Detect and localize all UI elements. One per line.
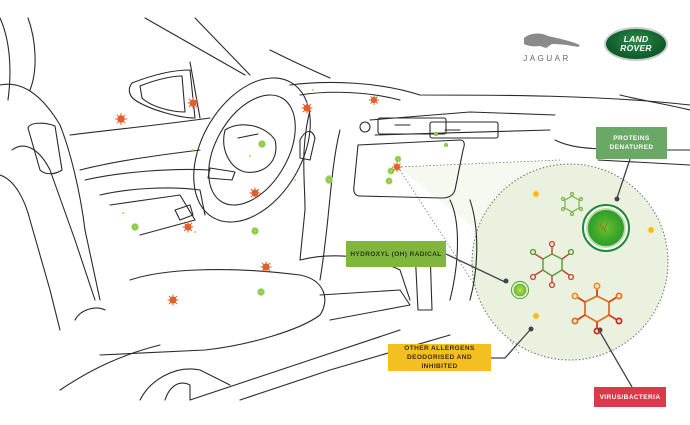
virus-molecule-icon xyxy=(571,282,623,335)
green-radical-dot-icon xyxy=(387,167,395,175)
green-radical-dot-icon xyxy=(444,143,448,147)
pathogen-splats xyxy=(115,95,402,306)
orange-pathogen-icon xyxy=(392,162,402,172)
orange-pathogen-icon xyxy=(182,221,194,233)
jaguar-logo-text: JAGUAR xyxy=(523,54,571,63)
magnified-contents xyxy=(510,190,655,335)
callout-lines xyxy=(445,158,633,388)
orange-pathogen-icon xyxy=(369,95,379,105)
virus-bacteria-label: VIRUS/BACTERIA xyxy=(594,387,666,407)
proteins-denatured-label: PROTEINS DENATURED xyxy=(596,127,667,159)
leaping-jaguar-icon xyxy=(524,33,580,48)
land-rover-line2: ROVER xyxy=(620,43,652,53)
hydroxyl-radical-label: HYDROXYL (OH) RADICAL xyxy=(346,241,446,267)
yellow-allergen-dot-icon xyxy=(532,312,540,320)
orange-pathogen-icon xyxy=(260,261,272,273)
proteins-label-line2: DENATURED xyxy=(609,144,654,151)
allergens-label-line2: DEODORISED AND INHIBITED xyxy=(407,354,472,370)
green-radical-dot-icon xyxy=(325,176,333,184)
proteins-label-line1: PROTEINS xyxy=(613,135,650,142)
yellow-allergen-dot-icon xyxy=(647,226,655,234)
yellow-allergen-dot-icon xyxy=(532,190,540,198)
green-radical-dot-icon xyxy=(258,140,266,148)
protein-cell-icon xyxy=(582,204,630,252)
orange-pathogen-icon xyxy=(301,102,313,114)
land-rover-oval-icon: LAND ROVER xyxy=(604,27,668,61)
orange-pathogen-icon xyxy=(187,97,199,109)
orange-pathogen-icon xyxy=(115,113,127,125)
green-radical-dot-icon xyxy=(434,132,438,136)
land-rover-line1: LAND xyxy=(623,34,649,44)
virus-molecule-attacked-icon xyxy=(529,240,575,289)
orange-pathogen-icon xyxy=(167,294,179,306)
allergens-label-line1: OTHER ALLERGENS xyxy=(404,345,475,352)
orange-pathogen-icon xyxy=(249,187,261,199)
green-radical-dot-icon xyxy=(394,155,402,163)
green-radical-dot-icon xyxy=(131,223,139,231)
radical-dots xyxy=(131,132,448,296)
small-molecule-icon xyxy=(560,191,584,217)
car-interior-drawing xyxy=(0,17,690,401)
green-radical-dot-icon xyxy=(251,227,259,235)
allergen-specks xyxy=(122,89,314,233)
green-radical-dot-icon xyxy=(385,177,393,185)
allergens-label: OTHER ALLERGENS DEODORISED AND INHIBITED xyxy=(388,344,491,371)
green-radical-dot-icon xyxy=(257,288,265,296)
hydroxyl-radical-icon xyxy=(510,280,530,300)
